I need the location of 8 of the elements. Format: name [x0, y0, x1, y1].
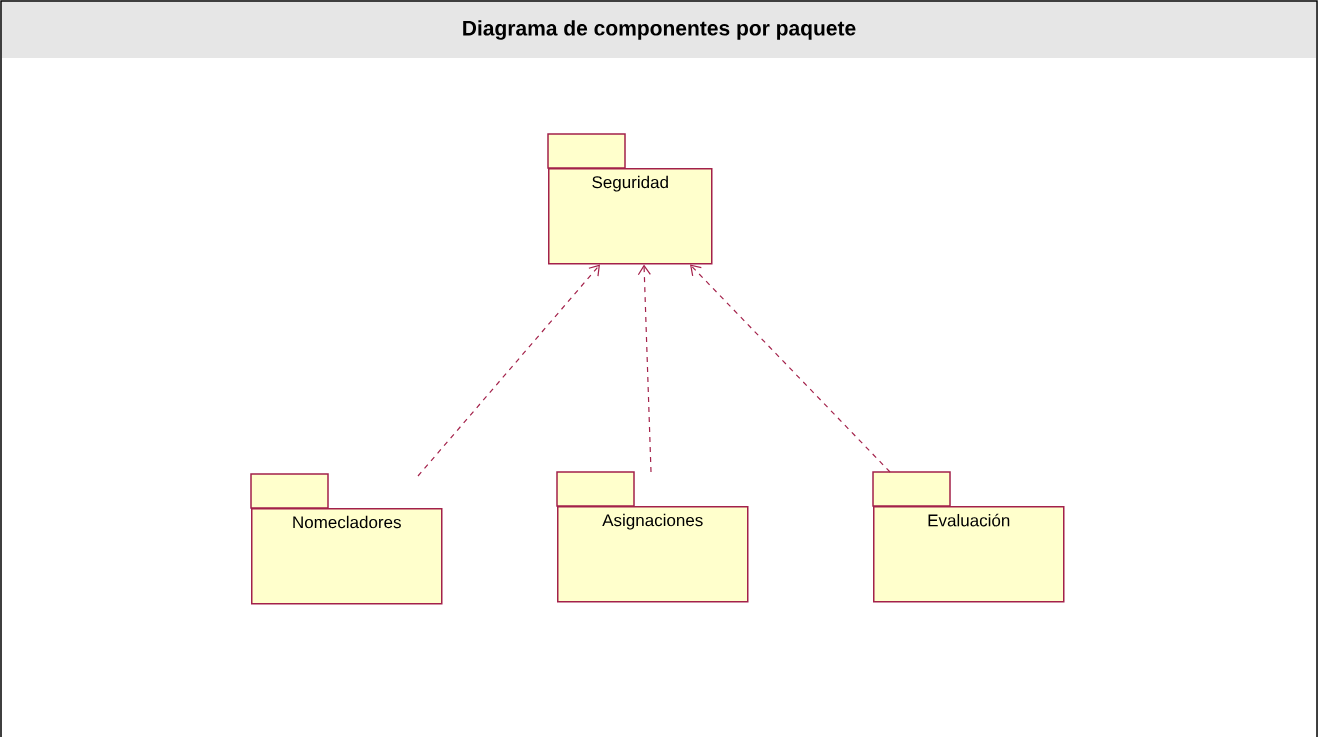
package-box: Evaluación	[872, 471, 1065, 603]
dependency-arrow	[637, 264, 652, 473]
dependency-arrow	[417, 264, 600, 477]
dependency-arrow	[690, 264, 891, 473]
package-box: Asignaciones	[556, 471, 749, 603]
package-box: Seguridad	[547, 133, 713, 265]
title-band: Diagrama de componentes por paquete	[2, 2, 1316, 58]
package-box: Nomecladores	[250, 473, 443, 605]
